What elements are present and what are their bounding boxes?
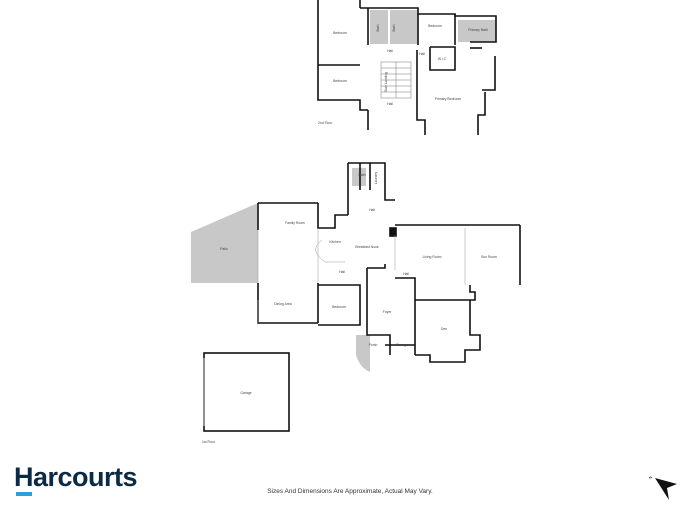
room-label: Kitchen bbox=[329, 240, 341, 245]
room-label: Living Room bbox=[422, 255, 442, 260]
room-label: Breakfast Nook bbox=[355, 245, 379, 250]
room-label: Primary Bedroom bbox=[434, 97, 462, 102]
porch-area bbox=[356, 335, 370, 372]
room-label: Hall bbox=[339, 270, 345, 275]
interior-partitions bbox=[257, 228, 466, 323]
patio-area bbox=[191, 203, 258, 283]
room-label: Garage bbox=[240, 391, 252, 396]
room-label: Primary Bath bbox=[468, 28, 488, 33]
room-label: Bedroom bbox=[428, 24, 442, 29]
room-label: Hall bbox=[387, 49, 393, 54]
lower-floor-walls bbox=[257, 162, 521, 363]
room-label: Bath bbox=[358, 173, 366, 178]
room-label: Hall bbox=[419, 52, 425, 57]
north-arrow-icon: N bbox=[648, 475, 679, 505]
room-label: W.I.C bbox=[437, 57, 447, 62]
room-label: Bath bbox=[376, 24, 381, 32]
room-label: Patio bbox=[220, 247, 228, 252]
harcourts-logo: Harcourts bbox=[14, 462, 138, 492]
room-label: Sun Room bbox=[480, 255, 498, 260]
room-label: Bedroom bbox=[333, 31, 347, 36]
room-label: Family Room bbox=[285, 221, 305, 226]
room-label: Hall bbox=[387, 102, 393, 107]
room-label: Bedroom bbox=[332, 305, 346, 310]
room-label: Bedroom bbox=[333, 79, 347, 84]
lower-wet-areas bbox=[352, 168, 366, 186]
logo-accent-bar bbox=[16, 492, 32, 496]
floor-label: 2nd Floor bbox=[318, 121, 333, 125]
garage-walls bbox=[203, 352, 290, 432]
upper-wet-areas bbox=[370, 10, 496, 44]
disclaimer-text: Sizes And Dimensions Are Approximate, Ac… bbox=[267, 488, 433, 495]
room-label: Den bbox=[440, 327, 448, 332]
room-label: Storage bbox=[396, 343, 408, 348]
room-label: Laundry bbox=[374, 171, 379, 185]
room-label: Porch bbox=[368, 343, 378, 348]
room-label: Foyer bbox=[382, 310, 392, 315]
upper-stairs bbox=[380, 61, 412, 99]
floor-label: 1st Floor bbox=[202, 440, 216, 444]
room-label: Bath bbox=[392, 24, 397, 32]
room-label: Dining Area bbox=[274, 302, 292, 307]
room-label: Stair Landing bbox=[384, 72, 389, 92]
upper-floor-walls bbox=[317, 0, 497, 135]
room-label: Hall bbox=[403, 272, 409, 277]
room-label: Hall bbox=[369, 208, 375, 213]
